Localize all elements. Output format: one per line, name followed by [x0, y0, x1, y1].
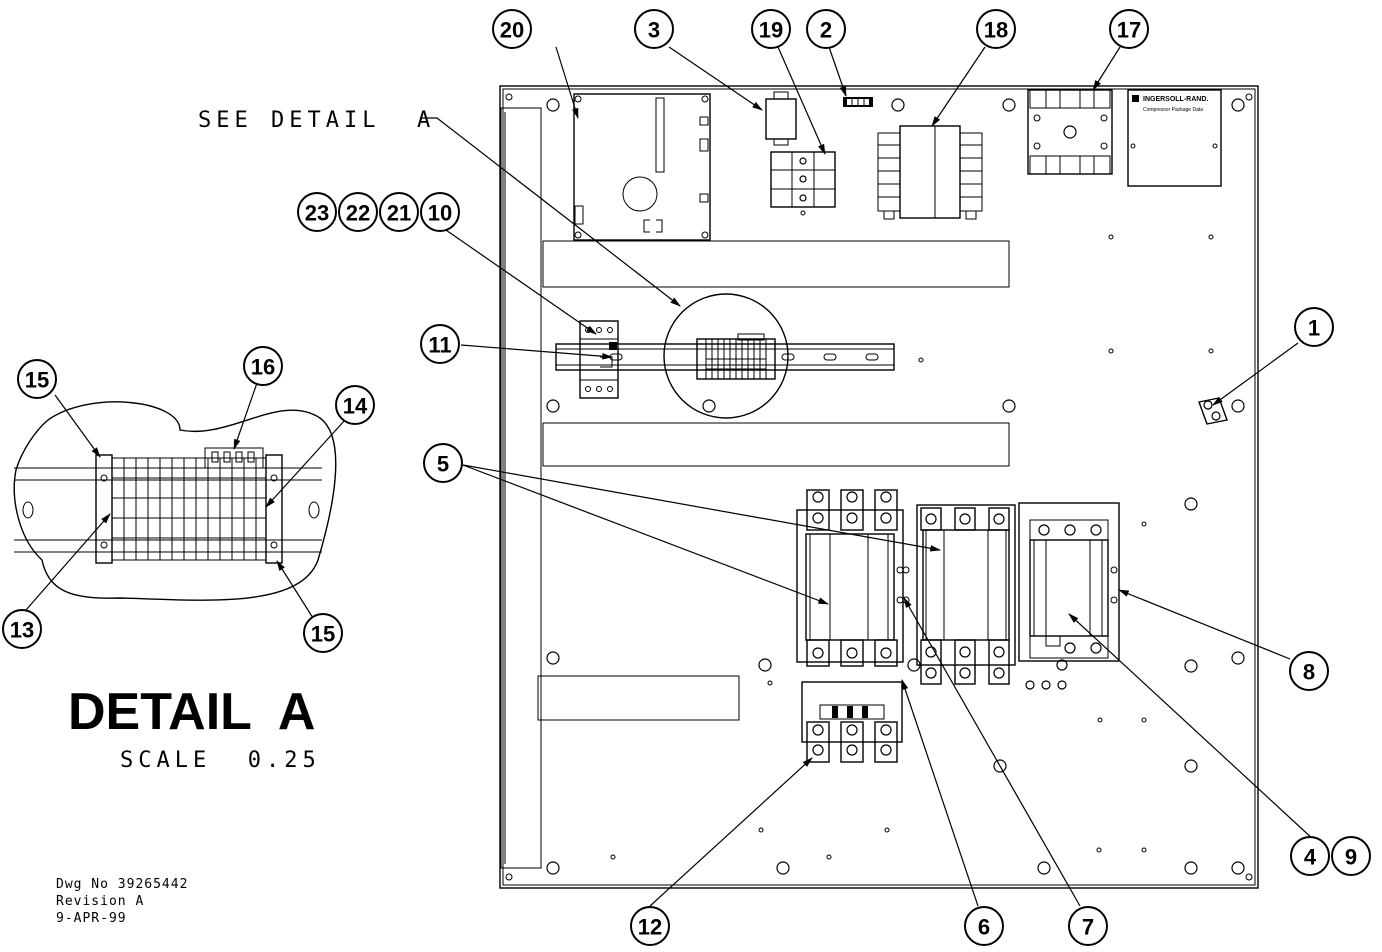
main-panel: INGERSOLL-RAND. Compressor Package Data	[499, 85, 1259, 889]
drawing-date: 9-APR-99	[56, 911, 127, 926]
data-plate-brand: INGERSOLL-RAND.	[1143, 96, 1208, 103]
heater-relay	[1027, 89, 1113, 175]
fuse-block	[770, 151, 836, 216]
wire-duct-top	[542, 240, 1010, 288]
detail-scale: SCALE 0.25	[120, 748, 321, 773]
callout-15-bottom: 15	[303, 613, 343, 653]
svg-text:22: 22	[346, 201, 370, 226]
svg-text:1: 1	[1308, 316, 1320, 341]
callout-9: 9	[1331, 836, 1371, 876]
svg-text:14: 14	[343, 394, 368, 419]
leader-lines	[25, 46, 1315, 907]
detail-title: DETAIL A	[68, 683, 315, 741]
svg-text:8: 8	[1303, 660, 1315, 685]
callout-14: 14	[335, 385, 375, 425]
controller-board	[573, 93, 711, 241]
svg-text:6: 6	[978, 915, 990, 940]
callout-5: 5	[423, 443, 463, 483]
callout-15-top: 15	[17, 359, 57, 399]
callout-13: 13	[2, 609, 42, 649]
callout-8: 8	[1289, 651, 1329, 691]
svg-text:21: 21	[387, 201, 411, 226]
svg-text:12: 12	[638, 915, 662, 940]
transformer	[877, 125, 983, 220]
svg-text:2: 2	[820, 18, 832, 43]
svg-text:16: 16	[251, 355, 275, 380]
detail-a-circle	[663, 293, 789, 419]
callout-2: 2	[806, 9, 846, 49]
callout-1: 1	[1294, 307, 1334, 347]
callout-20: 20	[492, 9, 532, 49]
detail-a-view	[13, 401, 337, 601]
svg-text:13: 13	[10, 618, 34, 643]
see-detail-label: SEE DETAIL A	[198, 108, 435, 133]
wire-duct-middle	[542, 422, 1010, 467]
svg-text:20: 20	[500, 18, 524, 43]
wire-duct-bottom	[537, 675, 740, 721]
callout-19: 19	[751, 9, 791, 49]
contactor-2	[902, 504, 1016, 685]
callout-6: 6	[964, 906, 1004, 946]
svg-text:19: 19	[759, 18, 783, 43]
data-plate-subtitle: Compressor Package Data	[1143, 107, 1203, 113]
svg-text:15: 15	[25, 368, 49, 393]
svg-text:17: 17	[1117, 18, 1141, 43]
callout-3: 3	[634, 9, 674, 49]
svg-text:3: 3	[648, 18, 660, 43]
drawing-revision: Revision A	[56, 894, 144, 909]
contactor-3	[1018, 502, 1120, 662]
panel-holes	[546, 98, 1245, 875]
svg-text:18: 18	[984, 18, 1008, 43]
svg-text:4: 4	[1304, 845, 1317, 870]
drawing-number: Dwg No 39265442	[56, 877, 188, 892]
svg-text:11: 11	[428, 333, 451, 358]
relay-block	[765, 91, 797, 146]
svg-text:7: 7	[1082, 915, 1094, 940]
left-wire-channel	[500, 107, 542, 869]
svg-text:5: 5	[437, 452, 449, 477]
callout-4: 4	[1290, 836, 1330, 876]
callout-18: 18	[976, 9, 1016, 49]
callout-17: 17	[1109, 9, 1149, 49]
callout-16: 16	[243, 346, 283, 386]
svg-text:9: 9	[1345, 845, 1357, 870]
callout-11: 11	[420, 324, 460, 364]
callout-23: 23	[297, 192, 337, 232]
overload-relay	[801, 681, 903, 763]
callout-22: 22	[338, 192, 378, 232]
din-relay	[579, 320, 619, 399]
svg-text:10: 10	[428, 201, 452, 226]
contactor-1	[796, 489, 904, 667]
callout-10: 10	[420, 192, 460, 232]
callout-21: 21	[379, 192, 419, 232]
svg-text:23: 23	[305, 201, 329, 226]
callout-12: 12	[630, 906, 670, 946]
data-plate: INGERSOLL-RAND. Compressor Package Data	[1127, 89, 1222, 187]
callout-bubbles: 20 3 19 2 18 17 23 22 21 10 11 1 5 8 12 …	[2, 9, 1371, 946]
small-tag	[843, 97, 873, 107]
ground-lug	[1198, 397, 1228, 425]
svg-text:15: 15	[311, 622, 335, 647]
callout-7: 7	[1068, 906, 1108, 946]
